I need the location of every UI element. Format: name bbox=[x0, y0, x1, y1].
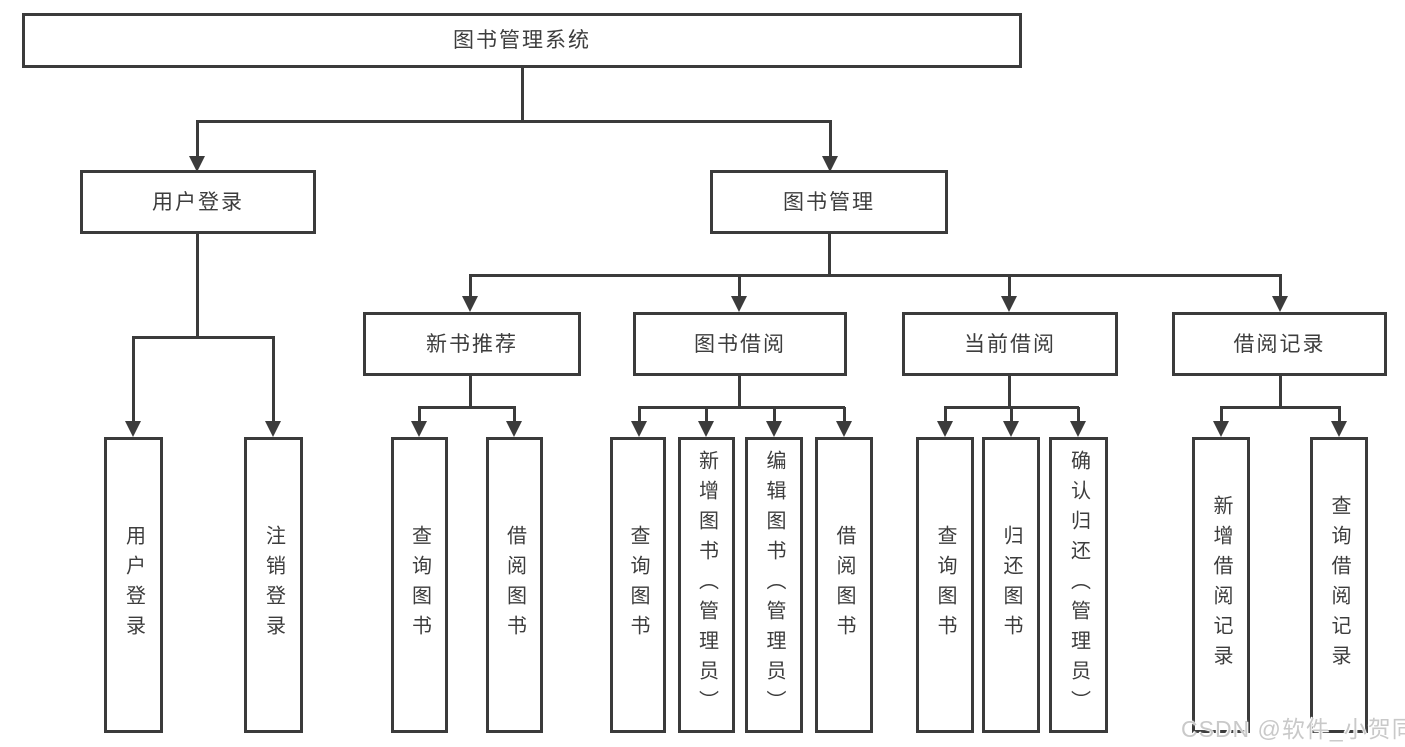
arrow-shaft bbox=[1009, 407, 1013, 426]
arrow-head bbox=[462, 296, 478, 312]
node-book-borrow: 图书借阅 bbox=[633, 312, 847, 376]
arrow-shaft bbox=[271, 337, 275, 426]
root-node: 图书管理系统 bbox=[22, 13, 1022, 68]
arrow-shaft bbox=[417, 407, 421, 426]
connector-arrow bbox=[411, 407, 427, 437]
leaf-record-add: 新增借阅记录 bbox=[1192, 437, 1250, 733]
leaf-borrow-edit-admin: 编辑图书（管理员） bbox=[745, 437, 803, 733]
node-new-book-recommend: 新书推荐 bbox=[363, 312, 581, 376]
arrow-shaft bbox=[842, 407, 846, 426]
node-current-borrow: 当前借阅 bbox=[902, 312, 1118, 376]
leaf-newbook-query: 查询图书 bbox=[391, 437, 448, 733]
arrow-shaft bbox=[828, 121, 832, 161]
arrow-head bbox=[1331, 421, 1347, 437]
connector-arrow bbox=[836, 407, 852, 437]
arrow-head bbox=[1003, 421, 1019, 437]
arrow-shaft bbox=[637, 407, 641, 426]
arrow-shaft bbox=[468, 275, 472, 301]
connector-line bbox=[828, 234, 831, 276]
arrow-head bbox=[698, 421, 714, 437]
node-book-management: 图书管理 bbox=[710, 170, 948, 234]
arrow-head bbox=[1272, 296, 1288, 312]
connector-line bbox=[1008, 376, 1011, 408]
arrow-shaft bbox=[737, 275, 741, 301]
connector-arrow bbox=[1213, 407, 1229, 437]
arrow-head bbox=[506, 421, 522, 437]
connector-arrow bbox=[1001, 275, 1017, 312]
connector-arrow bbox=[189, 121, 205, 172]
connector-arrow bbox=[506, 407, 522, 437]
arrow-shaft bbox=[1007, 275, 1011, 301]
node-borrow-record: 借阅记录 bbox=[1172, 312, 1387, 376]
node-user-login: 用户登录 bbox=[80, 170, 316, 234]
arrow-head bbox=[125, 421, 141, 437]
arrow-head bbox=[411, 421, 427, 437]
connector-arrow bbox=[766, 407, 782, 437]
connector-arrow bbox=[1003, 407, 1019, 437]
arrow-head bbox=[1070, 421, 1086, 437]
leaf-record-query: 查询借阅记录 bbox=[1310, 437, 1368, 733]
connector-arrow bbox=[265, 337, 281, 437]
arrow-head bbox=[822, 156, 838, 172]
arrow-head bbox=[731, 296, 747, 312]
connector-line bbox=[196, 120, 832, 123]
arrow-shaft bbox=[1278, 275, 1282, 301]
connector-line bbox=[196, 234, 199, 338]
connector-line bbox=[521, 68, 524, 122]
arrow-shaft bbox=[704, 407, 708, 426]
arrow-head bbox=[189, 156, 205, 172]
connector-arrow bbox=[698, 407, 714, 437]
leaf-newbook-borrow: 借阅图书 bbox=[486, 437, 543, 733]
arrow-shaft bbox=[772, 407, 776, 426]
arrow-shaft bbox=[943, 407, 947, 426]
connector-arrow bbox=[1070, 407, 1086, 437]
connector-arrow bbox=[462, 275, 478, 312]
leaf-current-return: 归还图书 bbox=[982, 437, 1040, 733]
connector-line bbox=[469, 274, 1282, 277]
connector-line bbox=[1220, 406, 1341, 409]
arrow-head bbox=[631, 421, 647, 437]
arrow-head bbox=[937, 421, 953, 437]
connector-arrow bbox=[125, 337, 141, 437]
connector-line bbox=[738, 376, 741, 408]
leaf-borrow-book: 借阅图书 bbox=[815, 437, 873, 733]
leaf-logout: 注销登录 bbox=[244, 437, 303, 733]
leaf-borrow-query: 查询图书 bbox=[610, 437, 666, 733]
arrow-shaft bbox=[195, 121, 199, 161]
connector-line bbox=[469, 376, 472, 408]
arrow-shaft bbox=[1337, 407, 1341, 426]
connector-arrow bbox=[1272, 275, 1288, 312]
connector-line bbox=[1279, 376, 1282, 408]
connector-arrow bbox=[731, 275, 747, 312]
arrow-head bbox=[836, 421, 852, 437]
arrow-shaft bbox=[1219, 407, 1223, 426]
leaf-user-login: 用户登录 bbox=[104, 437, 163, 733]
connector-arrow bbox=[1331, 407, 1347, 437]
connector-line bbox=[638, 406, 845, 409]
arrow-head bbox=[265, 421, 281, 437]
connector-line bbox=[132, 336, 275, 339]
arrow-shaft bbox=[512, 407, 516, 426]
arrow-head bbox=[766, 421, 782, 437]
arrow-head bbox=[1213, 421, 1229, 437]
connector-arrow bbox=[822, 121, 838, 172]
arrow-head bbox=[1001, 296, 1017, 312]
leaf-borrow-add-admin: 新增图书（管理员） bbox=[678, 437, 735, 733]
arrow-shaft bbox=[1076, 407, 1080, 426]
arrow-shaft bbox=[131, 337, 135, 426]
csdn-watermark: CSDN @软件_小贺同学 bbox=[1181, 716, 1405, 742]
connector-arrow bbox=[631, 407, 647, 437]
connector-line bbox=[418, 406, 516, 409]
leaf-current-query: 查询图书 bbox=[916, 437, 974, 733]
connector-arrow bbox=[937, 407, 953, 437]
leaf-current-confirm-admin: 确认归还（管理员） bbox=[1049, 437, 1108, 733]
